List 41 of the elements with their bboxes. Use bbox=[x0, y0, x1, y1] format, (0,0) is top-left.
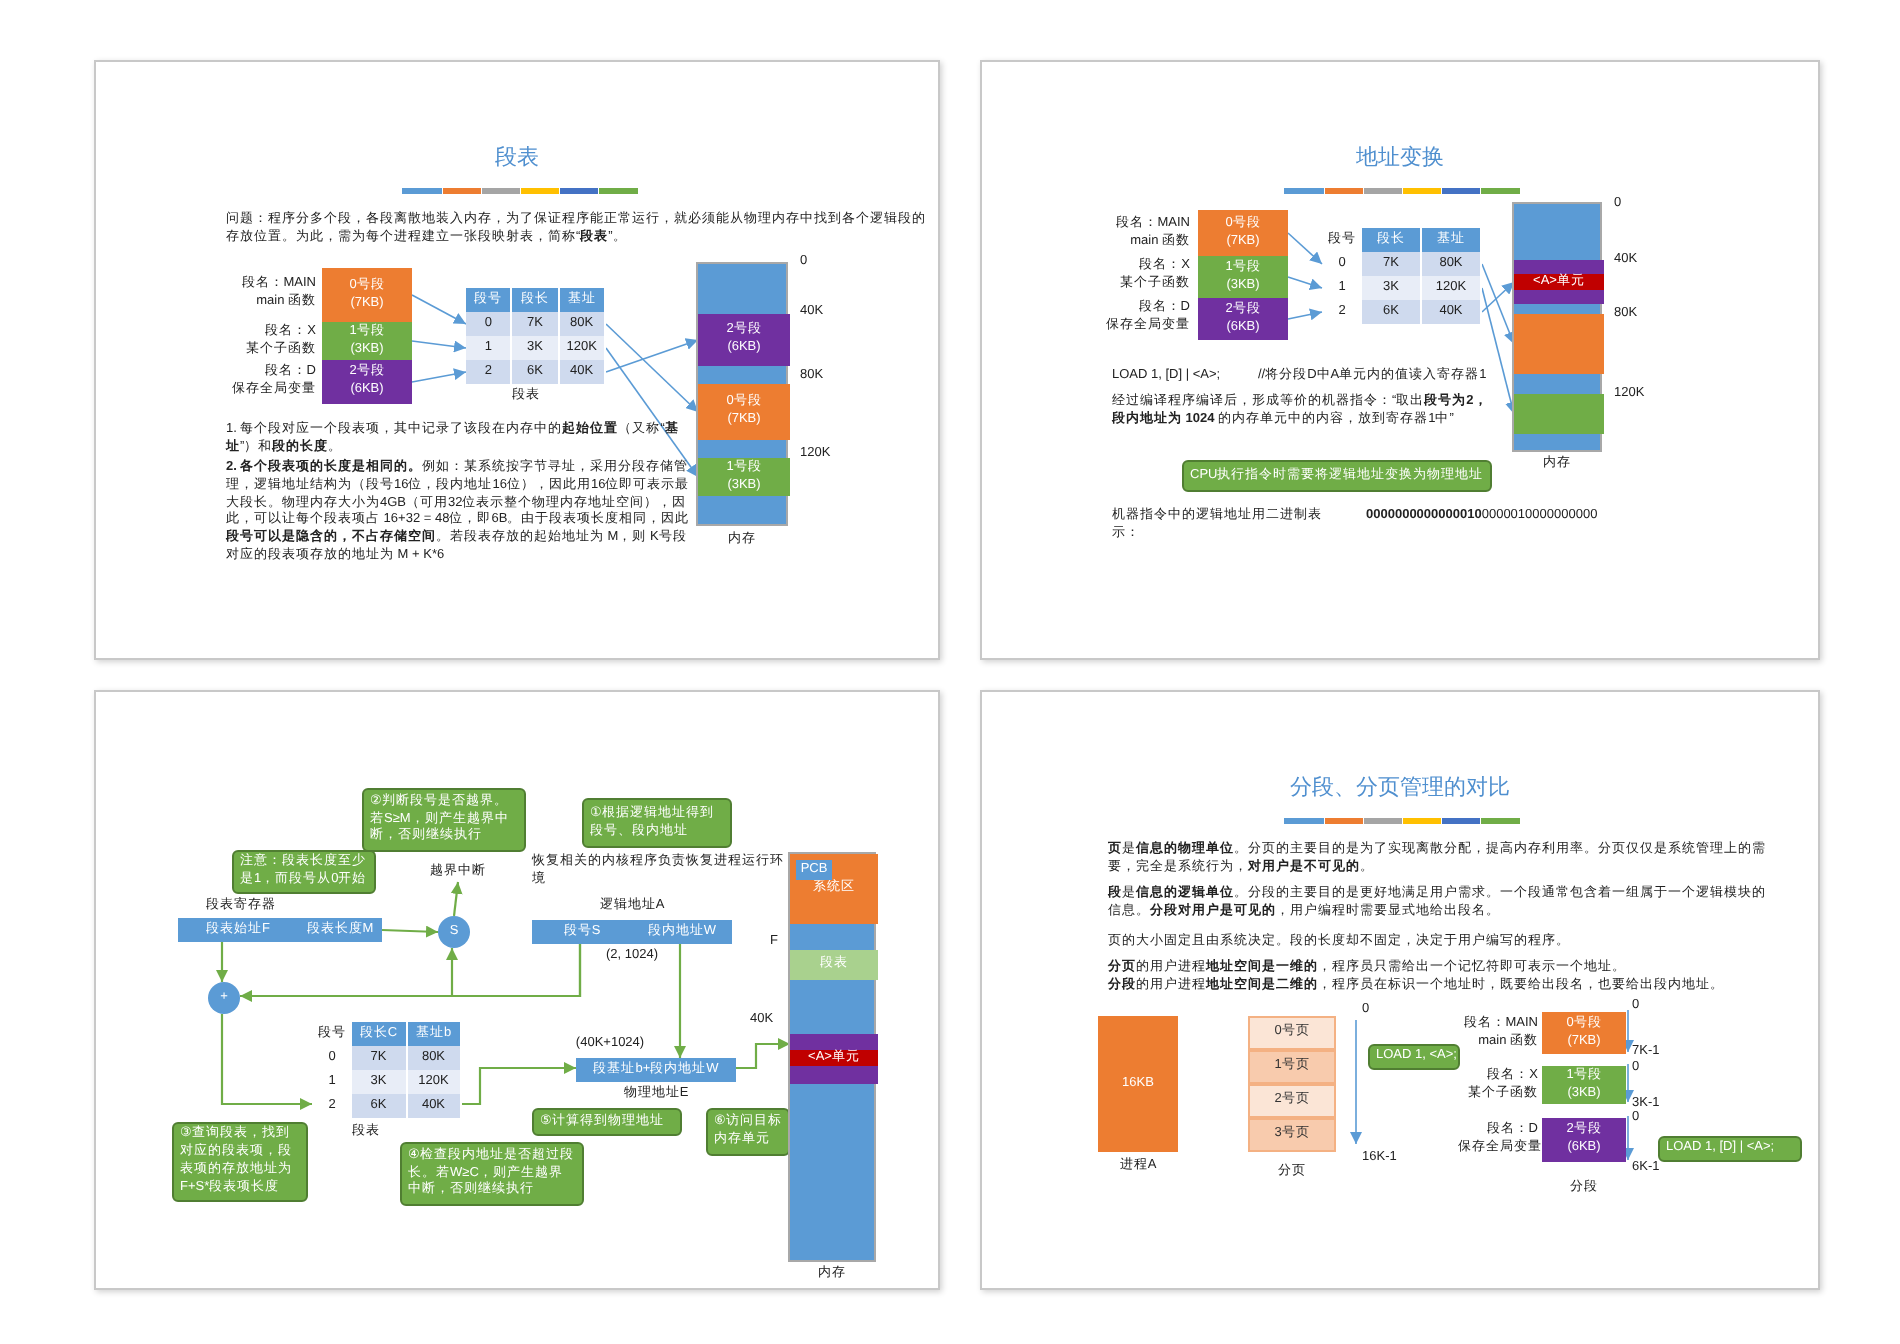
connector-arrow bbox=[605, 323, 699, 413]
slide-frame bbox=[94, 690, 940, 1290]
slide-frame bbox=[94, 60, 940, 660]
connector-arrow bbox=[381, 925, 439, 938]
connector-arrow bbox=[411, 340, 467, 353]
connector-arrow bbox=[411, 294, 467, 325]
memory-segment bbox=[790, 1034, 878, 1084]
connector-arrow bbox=[216, 942, 228, 982]
connector-arrow bbox=[462, 1062, 576, 1106]
connector-arrow bbox=[605, 347, 699, 478]
connector-arrow bbox=[1287, 276, 1323, 290]
memory-region bbox=[790, 854, 878, 924]
slide-title: 地址变换 bbox=[1354, 143, 1446, 172]
slide-frame bbox=[980, 690, 1820, 1290]
table-header-row bbox=[1322, 228, 1482, 252]
memory-column bbox=[696, 262, 788, 526]
connector-arrow bbox=[220, 1014, 312, 1110]
memory-column bbox=[788, 852, 876, 1262]
memory-column bbox=[1512, 202, 1602, 452]
connector-arrow bbox=[1287, 308, 1323, 321]
slide-title: 分段、分页管理的对比 bbox=[1288, 774, 1512, 802]
connector-arrow bbox=[1481, 263, 1516, 345]
table-row bbox=[466, 312, 606, 336]
connector-arrow bbox=[240, 944, 582, 1002]
table-row bbox=[466, 360, 606, 384]
connector-arrow bbox=[411, 368, 467, 383]
table-row bbox=[466, 336, 606, 360]
connector-arrow bbox=[605, 338, 699, 373]
memory-segment bbox=[1514, 314, 1604, 374]
memory-segment bbox=[1514, 260, 1604, 304]
connector-arrow bbox=[1287, 232, 1323, 265]
slide-frame bbox=[980, 60, 1820, 660]
table-header-row bbox=[312, 1022, 462, 1046]
connector-arrow bbox=[450, 881, 463, 917]
memory-segment bbox=[1514, 394, 1604, 434]
connector-arrow bbox=[1481, 281, 1515, 313]
table-header-row bbox=[466, 288, 606, 312]
connector-arrow bbox=[674, 944, 686, 1058]
connector-arrow bbox=[736, 1038, 790, 1070]
connector-arrow bbox=[1481, 287, 1517, 415]
slide-title: 段表 bbox=[493, 144, 541, 172]
